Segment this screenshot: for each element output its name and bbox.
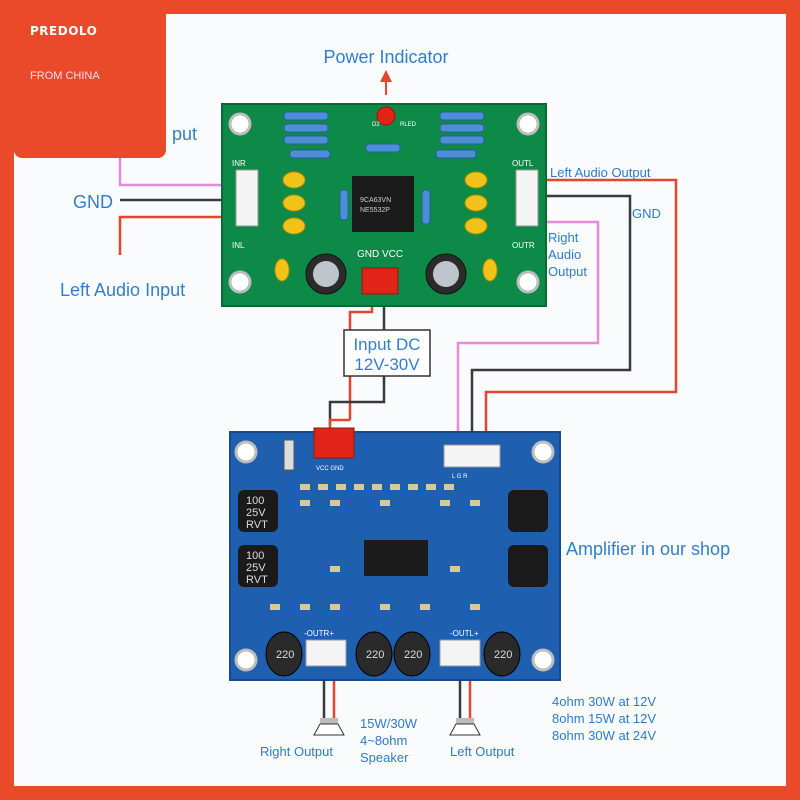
diagram-text: -OUTL+ (450, 629, 479, 638)
right-audio-input-label: put (172, 124, 197, 144)
diagram-text: 220 (276, 649, 294, 661)
amp-power-header (313, 427, 355, 459)
mount-hole (531, 440, 555, 464)
diagram-text: 220 (404, 649, 422, 661)
mount-hole (234, 440, 258, 464)
amp-chip (364, 540, 428, 576)
mount-hole (516, 112, 540, 136)
right-audio-output-label: Right (548, 230, 579, 245)
amp-input-connector (443, 444, 501, 468)
diagram-text: VCC GND (316, 466, 344, 472)
mount-hole (234, 648, 258, 672)
diagram-text: 100 (246, 495, 264, 507)
diagram-text: RLED (400, 122, 417, 128)
power-header (361, 267, 399, 295)
diagram-text: D2 (372, 122, 380, 128)
left-audio-input-label: Left Audio Input (60, 280, 185, 300)
smd-components (270, 484, 480, 610)
diagram-text: 4~8ohm (360, 733, 407, 748)
right-input-wire (118, 150, 236, 187)
right-speaker-connector (305, 639, 347, 667)
gnd-left-label: GND (73, 192, 113, 212)
input-wires (118, 150, 236, 255)
diagram-text: GND VCC (357, 249, 403, 260)
gnd-output-wire (470, 194, 632, 445)
mount-hole (228, 270, 252, 294)
diagram-text: NE5532P (360, 207, 390, 214)
right-output-label: Right Output (260, 744, 333, 759)
gnd-right-label: GND (632, 206, 661, 221)
diagram-text: 25V (246, 562, 266, 574)
diagram-text: 8ohm 15W at 12V (552, 711, 656, 726)
resistors (283, 111, 485, 225)
mount-hole (516, 270, 540, 294)
wiring-diagram: D2 RLED INR INL OUTL OUTR 9CA63VN NE5532… (60, 47, 730, 765)
output-connector (515, 169, 539, 227)
switch (283, 439, 295, 471)
left-audio-output-label: Left Audio Output (550, 165, 651, 180)
diagram-text: RVT (246, 519, 268, 531)
amplifier-board: VCC GND L G R 100 25V RVT 100 25V RVT (229, 427, 561, 681)
diagram-text: L G R (452, 474, 468, 480)
left-output-wire (484, 178, 678, 445)
output-wires (456, 178, 678, 445)
bulk-capacitors (238, 490, 548, 587)
brand-name: PREDOLO (30, 24, 98, 38)
ceramic-capacitors (274, 171, 498, 282)
diagram-text: OUTL (512, 159, 534, 168)
diagram-text: Output (548, 264, 587, 279)
diagram-text: 100 (246, 550, 264, 562)
speaker-spec-label: 15W/30W (360, 716, 418, 731)
power-indicator-label: Power Indicator (323, 47, 448, 67)
input-dc-box (343, 329, 431, 377)
mount-hole (228, 112, 252, 136)
diagram-text: 220 (494, 649, 512, 661)
diagram-text: 25V (246, 507, 266, 519)
power-spec-label: 4ohm 30W at 12V (552, 694, 656, 709)
speaker-icon (313, 718, 345, 736)
input-dc-range: 12V-30V (354, 355, 420, 374)
diagram-text: RVT (246, 574, 268, 586)
amplifier-label: Amplifier in our shop (566, 539, 730, 559)
left-speaker-connector (439, 639, 481, 667)
diagram-text: INL (232, 241, 245, 250)
diagram-text: 9CA63VN (360, 197, 391, 204)
inductors (265, 631, 521, 677)
diagram-text: 220 (366, 649, 384, 661)
input-dc-label: Input DC (353, 335, 420, 354)
mount-hole (531, 648, 555, 672)
speaker-icon (449, 718, 481, 736)
diagram-text: 8ohm 30W at 24V (552, 728, 656, 743)
power-led (376, 106, 396, 126)
op-amp-chip (352, 176, 414, 232)
diagram-text: INR (232, 159, 246, 168)
left-input-wire (118, 215, 236, 255)
diagram-text: Speaker (360, 750, 409, 765)
diagram-text: -OUTR+ (304, 629, 334, 638)
arrow-icon (380, 70, 392, 82)
brand-badge: PREDOLO FROM CHINA (14, 0, 166, 158)
input-connector (235, 169, 259, 227)
preamp-board: D2 RLED INR INL OUTL OUTR 9CA63VN NE5532… (221, 70, 547, 307)
left-output-label: Left Output (450, 744, 515, 759)
right-output-wire (456, 220, 600, 445)
diagram-text: OUTR (512, 241, 535, 250)
brand-origin: FROM CHINA (30, 70, 100, 82)
diagram-text: Audio (548, 247, 581, 262)
